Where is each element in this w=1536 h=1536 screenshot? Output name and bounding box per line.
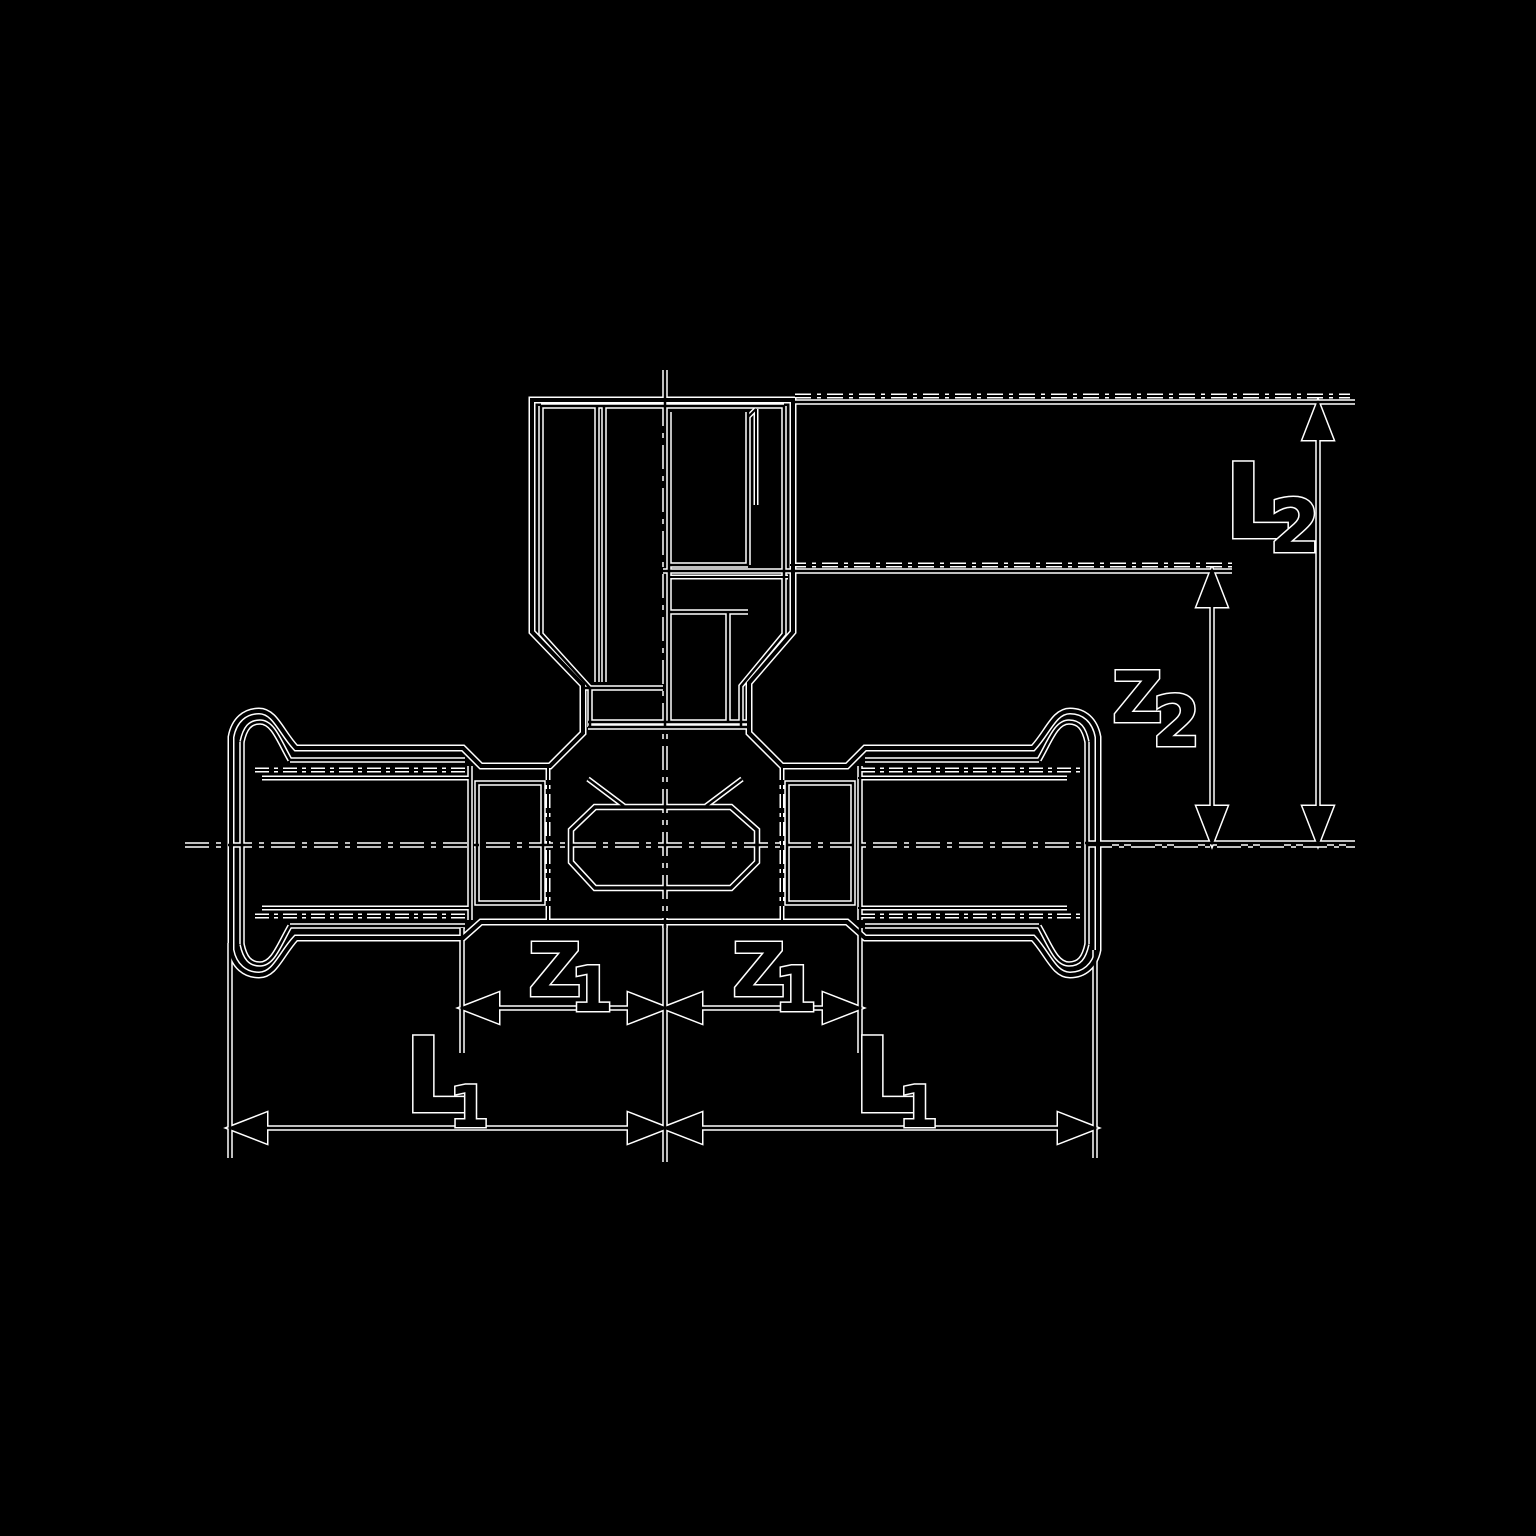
l1-arrow-center-right xyxy=(662,1112,702,1144)
fitting-outer-contour xyxy=(229,398,1100,978)
line-art-group xyxy=(185,370,1355,1162)
l1-arrow-left xyxy=(227,1112,267,1144)
l2-arrow-bottom xyxy=(1302,806,1334,846)
left-body-insertion-pocket xyxy=(475,781,545,905)
z1-arrow-center-left xyxy=(628,992,668,1024)
l1-arrow-right xyxy=(1058,1112,1098,1144)
l1-right-label: L xyxy=(853,1015,919,1137)
z2-arrow-bottom xyxy=(1196,806,1228,846)
left-socket-bead-inner-bottom xyxy=(240,925,292,966)
right-socket-bead-inner-top xyxy=(1037,720,1089,761)
left-socket-bead-inner-top xyxy=(240,720,292,761)
l1-right-label-subscript: 1 xyxy=(898,1073,938,1141)
z1-left-label-subscript: 1 xyxy=(570,953,613,1026)
right-socket-bead-inner-bottom xyxy=(1037,925,1089,966)
z1-left-label: Z xyxy=(528,928,582,1014)
l1-left-label-subscript: 1 xyxy=(449,1073,489,1141)
z1-right-label: Z xyxy=(732,928,786,1014)
cone-to-cavity-chamfer-left xyxy=(587,778,625,807)
center-cavity-octagon xyxy=(569,805,759,890)
z2-label-subscript: 2 xyxy=(1152,681,1201,763)
l2-arrow-top xyxy=(1302,400,1334,440)
dimension-labels: L 1 L 1 Z 1 Z 1 L 2 Z 2 xyxy=(403,440,1323,1143)
branch-right-inner-wall xyxy=(739,406,786,727)
z1-right-label-subscript: 1 xyxy=(774,953,817,1026)
l1-left-label: L xyxy=(404,1015,470,1137)
z1-arrow-right xyxy=(823,992,863,1024)
branch-pipe-corner-chamfer xyxy=(747,408,757,418)
branch-left-inner-wall xyxy=(539,406,592,727)
l2-label: L xyxy=(1224,441,1290,563)
right-body-insertion-pocket xyxy=(785,781,855,905)
l1-arrow-center-left xyxy=(628,1112,668,1144)
z2-label: Z xyxy=(1112,657,1163,739)
cone-to-cavity-chamfer-right xyxy=(705,778,743,807)
l2-label-subscript: 2 xyxy=(1269,484,1321,570)
z2-arrow-top xyxy=(1196,567,1228,607)
z1-arrow-center-right xyxy=(662,992,702,1024)
z1-arrow-left xyxy=(459,992,499,1024)
